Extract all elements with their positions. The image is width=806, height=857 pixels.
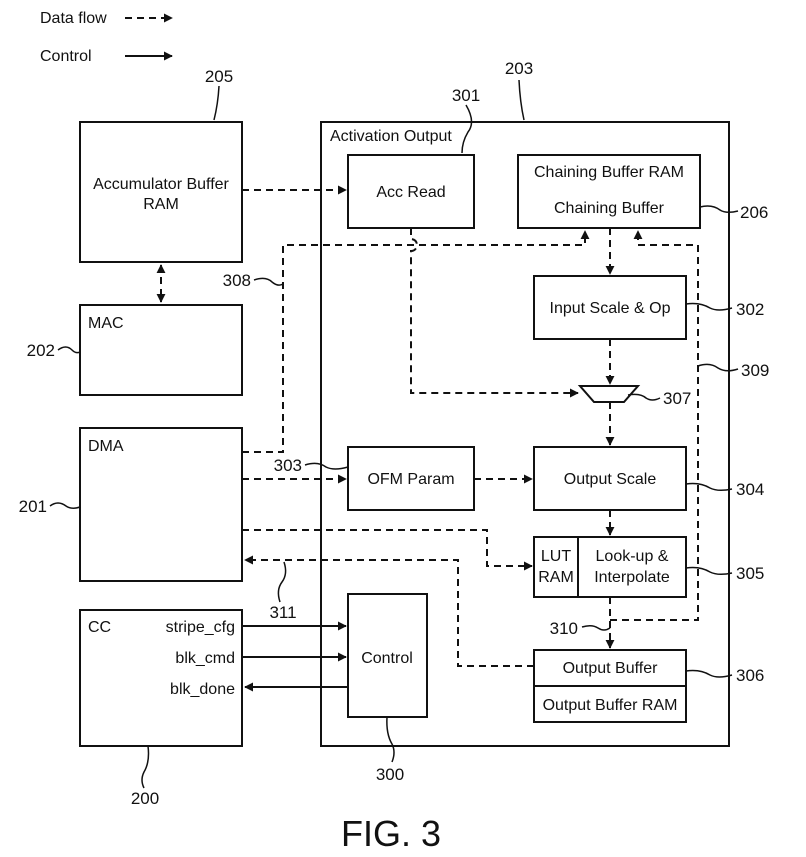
lut-ram-label-line1: LUT: [541, 548, 571, 565]
ref-309-leader: [697, 363, 739, 372]
ref-310: 310: [550, 619, 578, 638]
ref-201: 201: [19, 497, 47, 516]
outputbuffer-to-dma-311-path: [244, 555, 534, 667]
ref-203: 203: [505, 59, 533, 78]
ref-206: 206: [740, 203, 768, 222]
ref-305: 305: [736, 564, 764, 583]
ref-308: 308: [223, 271, 251, 290]
mux-307: [577, 385, 641, 403]
ref-307: 307: [663, 389, 691, 408]
ref-306: 306: [736, 666, 764, 685]
input-scale-op-label: Input Scale & Op: [550, 300, 671, 317]
figure-label: FIG. 3: [341, 813, 441, 854]
ref-311: 311: [269, 603, 296, 622]
dma-label: DMA: [88, 438, 124, 455]
ref-302-leader: [685, 302, 733, 311]
acc-read-block: [347, 154, 475, 229]
ref-302: 302: [736, 300, 764, 319]
chaining-buffer-label: Chaining Buffer: [554, 200, 665, 217]
ref-304-leader: [685, 482, 733, 492]
ref-310-leader: [581, 624, 611, 631]
cc-signal-stripe-cfg: stripe_cfg: [166, 619, 235, 636]
ref-303: 303: [274, 456, 302, 475]
lookup-interpolate-label-line1: Look-up &: [596, 548, 669, 565]
lookup-interpolate-block: [533, 536, 687, 598]
ref-303-leader: [304, 462, 349, 470]
chaining-buffer-ram-label: Chaining Buffer RAM: [534, 164, 684, 181]
ref-300: 300: [376, 765, 404, 784]
chaining-buffer-block: [517, 154, 701, 229]
activation-output-label: Activation Output: [330, 128, 452, 145]
mac-label: MAC: [88, 315, 124, 332]
accread-to-mux-path: [410, 228, 579, 398]
ref-311-leader: [277, 561, 287, 603]
dma-block: [79, 427, 243, 582]
bypass-309-path: [610, 230, 699, 621]
ref-300-leader: [386, 716, 395, 763]
cc-signal-blk-done: blk_done: [170, 681, 235, 698]
legend-data-flow-label: Data flow: [40, 10, 107, 27]
ref-301-leader: [461, 104, 473, 154]
ref-305-leader: [685, 566, 733, 576]
ref-206-leader: [699, 205, 739, 214]
lut-ram-label-line2: RAM: [538, 569, 574, 586]
accumulator-buffer-ram-label-line2: RAM: [143, 196, 179, 213]
ofm-param-label: OFM Param: [367, 471, 454, 488]
ref-200: 200: [131, 789, 159, 808]
ref-308-leader: [253, 277, 284, 286]
control-label: Control: [361, 650, 413, 667]
accumulator-buffer-ram-block: [79, 121, 243, 263]
dma-to-chaining-308-path: [242, 230, 590, 453]
ref-200-leader: [141, 745, 150, 789]
ref-301: 301: [452, 86, 480, 105]
output-scale-block: [533, 446, 687, 511]
cc-block: [79, 609, 243, 747]
ref-202: 202: [27, 341, 55, 360]
ref-203-leader: [518, 79, 525, 121]
dma-to-lut-path: [242, 529, 533, 571]
ref-205-leader: [213, 85, 220, 121]
output-buffer-label: Output Buffer: [563, 660, 659, 677]
ofm-param-block: [347, 446, 475, 511]
accumulator-buffer-ram-label-line1: Accumulator Buffer: [93, 176, 229, 193]
ref-307-leader: [627, 393, 661, 401]
control-block: [347, 593, 428, 718]
output-scale-label: Output Scale: [564, 471, 657, 488]
output-buffer-ram-label: Output Buffer RAM: [543, 697, 678, 714]
input-scale-op-block: [533, 275, 687, 340]
ref-202-leader: [57, 346, 81, 354]
cc-signal-blk-cmd: blk_cmd: [175, 650, 235, 667]
legend: Data flow Control: [40, 10, 173, 65]
ref-304: 304: [736, 480, 764, 499]
ref-309: 309: [741, 361, 769, 380]
acc-read-label: Acc Read: [376, 184, 445, 201]
mac-block: [79, 304, 243, 396]
lookup-interpolate-label-line2: Interpolate: [594, 569, 670, 586]
ref-201-leader: [49, 502, 81, 510]
ref-306-leader: [685, 669, 733, 678]
cc-label: CC: [88, 619, 111, 636]
ref-205: 205: [205, 67, 233, 86]
legend-control-label: Control: [40, 48, 92, 65]
